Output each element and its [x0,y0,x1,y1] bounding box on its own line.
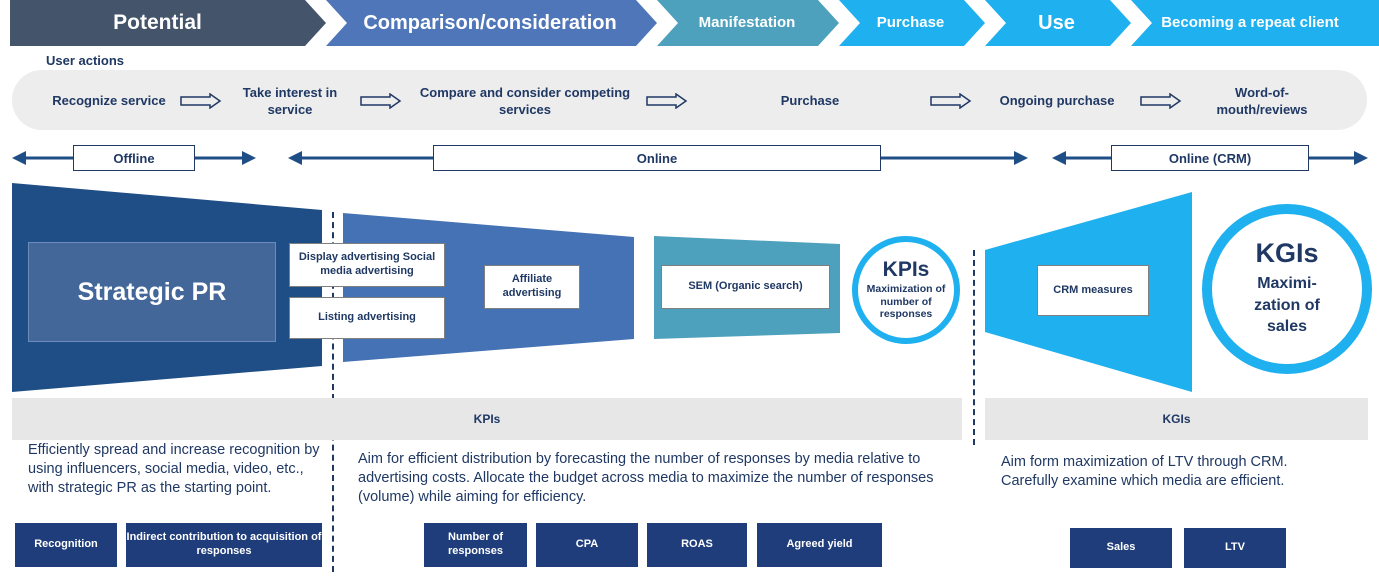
hollow-arrow-icon [180,93,222,109]
stage-use: Use [1038,12,1075,34]
metric-indirect-contribution: Indirect contribution to acquisition of … [126,523,322,567]
crm-measures-box: CRM measures [1037,265,1149,316]
divider-dashed-right [973,250,975,445]
stage-comparison-shape [326,0,657,46]
divider-dashed-left [332,212,334,572]
action-take-interest: Take interest in service [242,85,338,117]
stage-purchase-shape [839,0,985,46]
display-social-advertising-box: Display advertising Social media adverti… [289,243,445,287]
kgi-circle-text: Maximi-zation of sales [1254,275,1320,336]
hollow-arrow-icon [1140,93,1182,109]
crm-description: Aim form maximization of LTV through CRM… [1001,454,1288,490]
kgis-bar: KGIs [985,398,1368,440]
ads-description: Aim for efficient distribution by foreca… [358,451,934,506]
hollow-arrow-icon [646,93,688,109]
user-actions-title: User actions [46,53,125,68]
metric-roas: ROAS [647,523,747,567]
kgi-circle: KGIs Maximi-zation of sales [1202,204,1372,374]
channel-offline: Offline [73,145,195,171]
stage-comparison: Comparison/consideration [363,12,617,34]
stage-potential: Potential [113,11,202,35]
channel-online: Online [433,145,881,171]
metric-agreed-yield: Agreed yield [757,523,882,567]
stage-manifestation-shape [657,0,839,46]
hollow-arrow-icon [360,93,402,109]
action-purchase: Purchase [780,93,840,108]
kpis-bar: KPIs [12,398,962,440]
action-ongoing: Ongoing purchase [999,93,1115,108]
action-word-of-mouth: Word-of-mouth/reviews [1216,85,1308,117]
hollow-arrow-icon [930,93,972,109]
metric-sales: Sales [1070,528,1172,568]
strategic-pr-box: Strategic PR [28,242,276,342]
metric-ltv: LTV [1184,528,1286,568]
stage-bar [10,0,1379,46]
stage-purchase: Purchase [876,13,945,31]
action-recognize: Recognize service [52,93,166,108]
pr-description: Efficiently spread and increase recognit… [28,442,320,497]
metric-recognition: Recognition [15,523,117,567]
affiliate-advertising-box: Affiliate advertising [484,265,580,309]
action-compare: Compare and consider competing services [419,85,631,117]
kpi-circle-title: KPIs [882,258,930,282]
channel-online-crm: Online (CRM) [1111,145,1309,171]
metric-number-of-responses: Number of responses [424,523,527,567]
sem-box: SEM (Organic search) [661,265,830,309]
kpi-circle: KPIs Maximization of number of responses [852,236,960,344]
listing-advertising-box: Listing advertising [289,297,445,339]
stage-repeat-shape [1131,0,1379,46]
stage-repeat-client: Becoming a repeat client [1161,13,1339,31]
stage-manifestation: Manifestation [698,13,796,31]
stage-potential-shape [10,0,326,46]
kpi-circle-text: Maximization of number of responses [866,283,946,321]
stage-use-shape [985,0,1131,46]
metric-cpa: CPA [536,523,638,567]
kgi-circle-title: KGIs [1255,238,1319,269]
